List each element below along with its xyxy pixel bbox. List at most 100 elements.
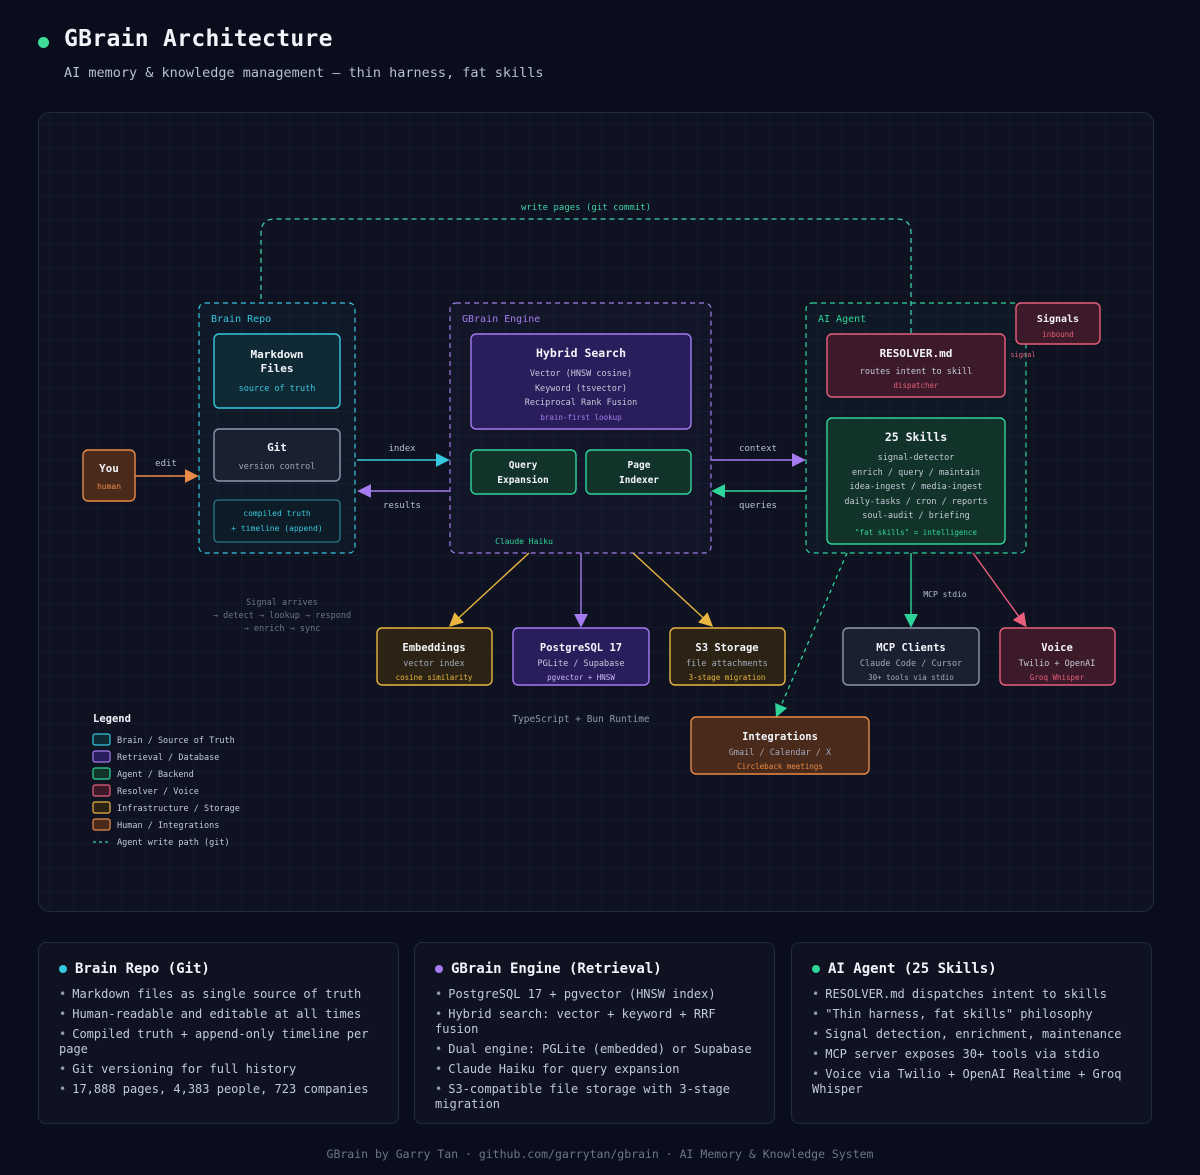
- index-label: index: [388, 444, 416, 454]
- mcp-edge-label: MCP stdio: [923, 590, 967, 599]
- legend-item: Human / Integrations: [117, 821, 219, 831]
- card-item: •"Thin harness, fat skills" philosophy: [812, 1007, 1093, 1021]
- legend-swatch: [92, 733, 111, 746]
- s3-storage-node: [669, 627, 786, 686]
- mcp-title: MCP Clients: [876, 642, 946, 654]
- signals-node: [1015, 302, 1101, 345]
- engine-group-label: GBrain Engine: [462, 314, 540, 325]
- write-path-label: write pages (git commit): [521, 203, 651, 213]
- skills-note: "fat skills" = intelligence: [855, 528, 977, 537]
- brain-repo-card: Brain Repo (Git) •Markdown files as sing…: [38, 942, 399, 1124]
- footer: GBrain by Garry Tan · github.com/garryta…: [326, 1147, 874, 1161]
- markdown-sub: source of truth: [239, 384, 316, 394]
- hybrid-line: Reciprocal Rank Fusion: [525, 398, 638, 408]
- mcp-clients-node: [842, 627, 980, 686]
- voice-title: Voice: [1041, 642, 1073, 654]
- you-sub: human: [97, 482, 121, 491]
- architecture-diagram: write pages (git commit) Brain Repo GBra…: [38, 112, 1154, 912]
- card-title: Brain Repo (Git): [75, 961, 210, 977]
- card-item: •Hybrid search: vector + keyword + RRF f…: [435, 1007, 716, 1036]
- compiled-truth-node: [213, 499, 341, 543]
- card-item: •Voice via Twilio + OpenAI Realtime + Gr…: [812, 1067, 1122, 1096]
- embeddings-sub: vector index: [403, 659, 464, 669]
- mcp-note: 30+ tools via stdio: [868, 673, 954, 682]
- integrations-title: Integrations: [742, 731, 818, 743]
- agent-card: AI Agent (25 Skills) •RESOLVER.md dispat…: [791, 942, 1152, 1124]
- card-item: •Human-readable and editable at all time…: [59, 1007, 362, 1021]
- legend-swatch: [92, 801, 111, 814]
- card-dot: [59, 965, 67, 973]
- embeddings-title: Embeddings: [402, 642, 465, 654]
- integrations-sub: Gmail / Calendar / X: [729, 748, 832, 758]
- s3-edge: [632, 552, 714, 627]
- results-label: results: [383, 501, 421, 511]
- postgres-title: PostgreSQL 17: [540, 642, 622, 654]
- compiled-line-2: + timeline (append): [231, 524, 323, 533]
- voice-node: [999, 627, 1116, 686]
- legend-item: Agent / Backend: [117, 770, 194, 780]
- s3-note: 3-stage migration: [689, 673, 766, 682]
- markdown-title-2: Files: [260, 362, 293, 375]
- card-item: •PostgreSQL 17 + pgvector (HNSW index): [435, 987, 716, 1001]
- card-item: •Signal detection, enrichment, maintenan…: [812, 1027, 1122, 1041]
- integrations-edge: [775, 552, 848, 718]
- resolver-note: dispatcher: [893, 381, 939, 390]
- integrations-note: Circleback meetings: [737, 762, 823, 771]
- runtime-label: TypeScript + Bun Runtime: [512, 714, 650, 725]
- voice-sub: Twilio + OpenAI: [1019, 659, 1096, 669]
- git-sub: version control: [239, 462, 316, 472]
- card-item: •Compiled truth + append-only timeline p…: [59, 1027, 369, 1056]
- git-node: [213, 428, 341, 482]
- legend-item: Brain / Source of Truth: [117, 736, 235, 746]
- title-dot: [38, 37, 49, 48]
- legend-swatch: [92, 750, 111, 763]
- hybrid-line: Vector (HNSW cosine): [530, 369, 632, 379]
- card-item: •Git versioning for full history: [59, 1062, 297, 1076]
- skills-line: daily-tasks / cron / reports: [844, 497, 987, 507]
- skills-line: soul-audit / briefing: [862, 511, 969, 521]
- context-label: context: [739, 444, 777, 454]
- you-node: [82, 449, 136, 502]
- card-item: •Dual engine: PGLite (embedded) or Supab…: [435, 1042, 752, 1056]
- page-title: GBrain Architecture: [64, 26, 333, 52]
- indexer-title-2: Indexer: [619, 475, 659, 486]
- s3-sub: file attachments: [686, 659, 768, 669]
- query-expansion-node: [470, 449, 577, 495]
- signals-title: Signals: [1037, 313, 1079, 325]
- card-dot: [435, 965, 443, 973]
- page-subtitle: AI memory & knowledge management — thin …: [64, 65, 544, 81]
- engine-card: GBrain Engine (Retrieval) •PostgreSQL 17…: [414, 942, 775, 1124]
- card-item: •S3-compatible file storage with 3-stage…: [435, 1082, 730, 1111]
- voice-note: Groq Whisper: [1030, 673, 1085, 682]
- signals-sub: inbound: [1042, 330, 1074, 339]
- legend-swatch: [92, 818, 111, 831]
- queries-label: queries: [739, 501, 777, 511]
- summary-cards: Brain Repo (Git) •Markdown files as sing…: [38, 942, 1152, 1124]
- integrations-node: [690, 716, 870, 775]
- legend-title: Legend: [93, 713, 131, 725]
- voice-edge: [972, 552, 1027, 628]
- hybrid-title: Hybrid Search: [536, 346, 626, 360]
- claude-haiku-label: Claude Haiku: [495, 537, 553, 546]
- git-title: Git: [267, 441, 287, 454]
- resolver-sub: routes intent to skill: [860, 367, 973, 377]
- flow-note-line: → enrich → sync: [244, 624, 321, 634]
- card-title: GBrain Engine (Retrieval): [451, 961, 662, 977]
- skills-line: enrich / query / maintain: [852, 468, 980, 478]
- legend-item: Resolver / Voice: [117, 787, 199, 797]
- card-item: •Claude Haiku for query expansion: [435, 1062, 680, 1076]
- legend-swatch: [92, 767, 111, 780]
- hybrid-search-node: [470, 333, 692, 430]
- resolver-node: [826, 333, 1006, 398]
- legend-item: Agent write path (git): [117, 838, 230, 848]
- card-dot: [812, 965, 820, 973]
- flow-note-line: → detect → lookup → respond: [213, 611, 351, 621]
- skills-title: 25 Skills: [885, 430, 947, 444]
- signal-edge-label: signal: [1010, 351, 1035, 359]
- embeddings-edge: [448, 552, 530, 627]
- write-path-edge: [260, 218, 912, 333]
- skills-line: signal-detector: [878, 453, 955, 463]
- hybrid-line: Keyword (tsvector): [535, 384, 627, 394]
- flow-note-line: Signal arrives: [246, 598, 318, 608]
- markdown-title-1: Markdown: [251, 348, 304, 361]
